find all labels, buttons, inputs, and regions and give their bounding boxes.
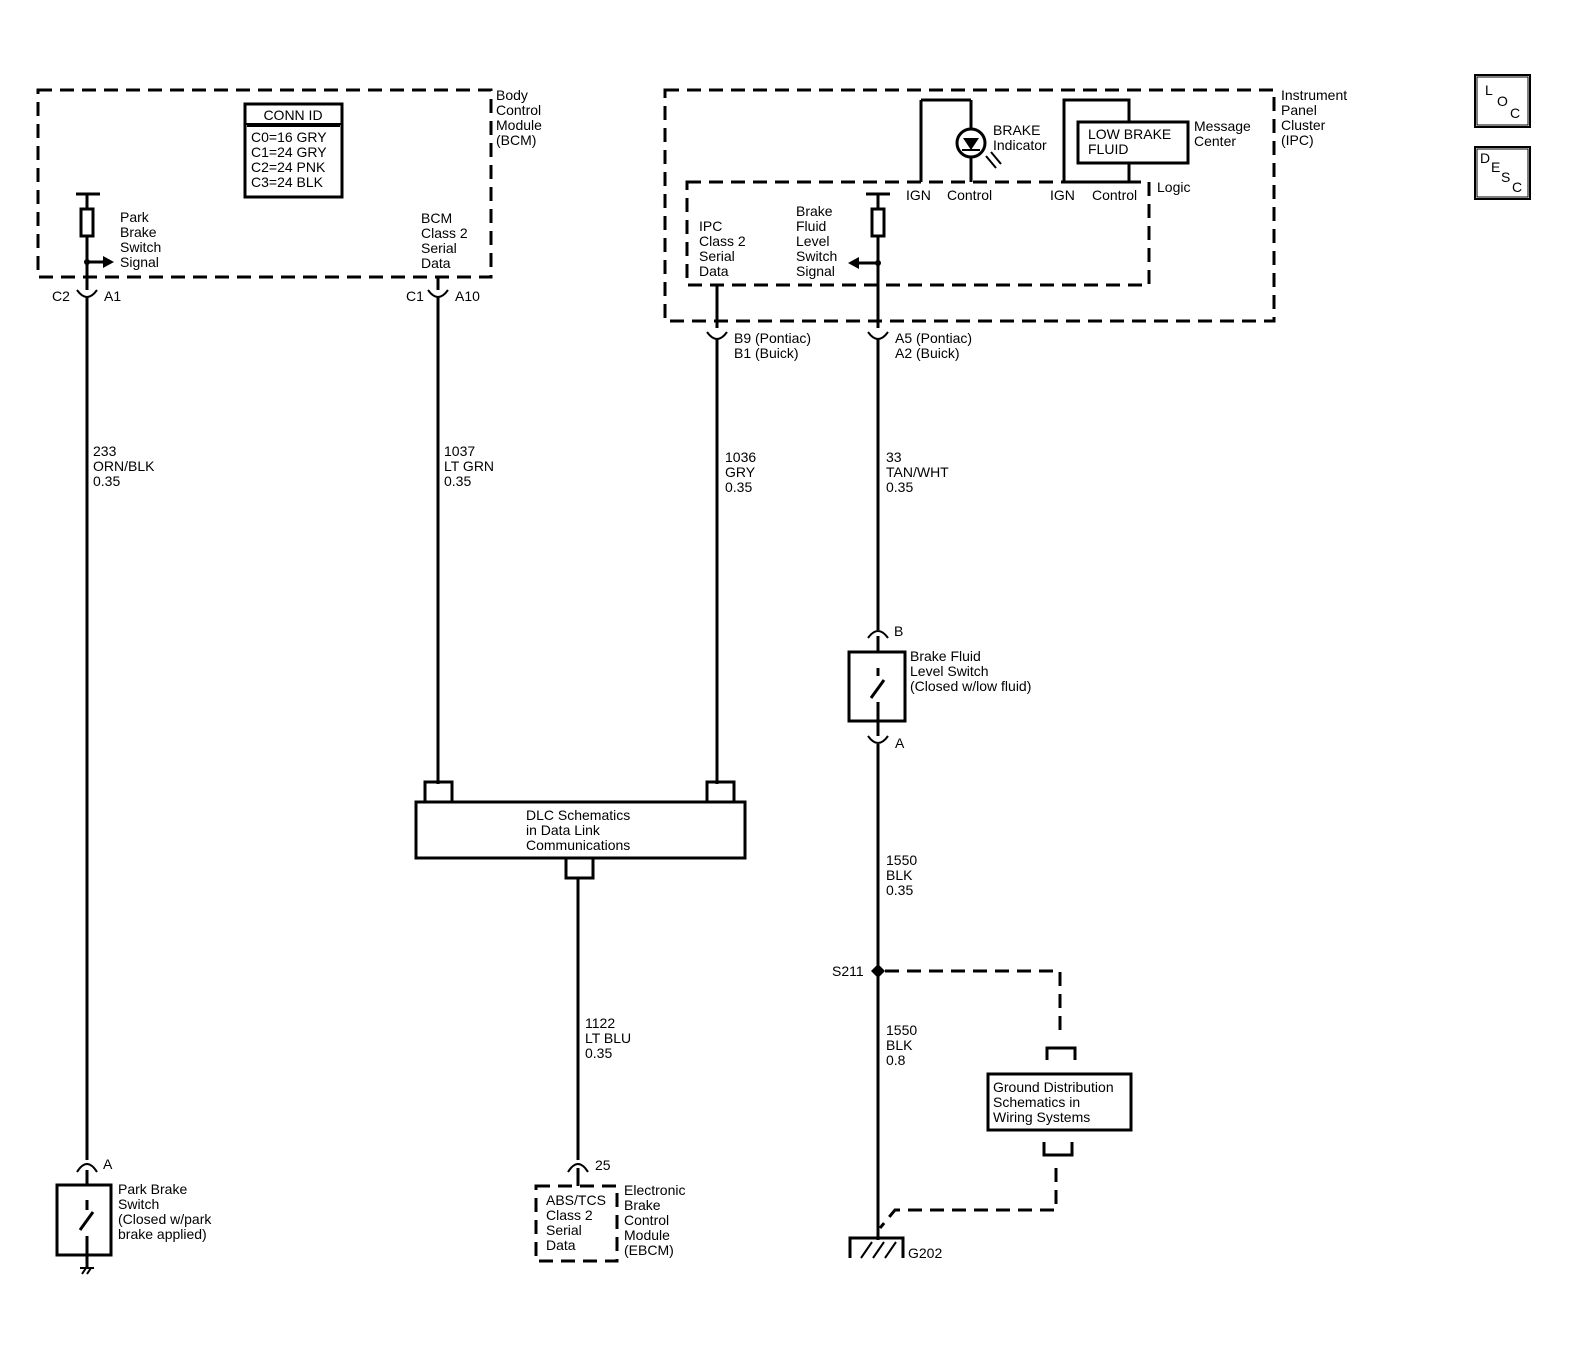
loc-letter: C (1510, 105, 1520, 121)
pin-label: B (894, 623, 903, 639)
loc-letter: L (1485, 82, 1493, 98)
bcm-module: Body Control Module (BCM) CONN ID C0=16 … (36, 87, 546, 290)
desc-button[interactable]: D E S C (1474, 146, 1531, 200)
low-brake-fluid-message: LOW BRAKE FLUID (1088, 126, 1175, 157)
brake-fluid-level-switch: B A Brake Fluid Level Switch (Closed w/l… (847, 623, 1031, 751)
loc-letter: O (1497, 93, 1508, 109)
control-label: Control (947, 187, 992, 203)
ign-label: IGN (1050, 187, 1075, 203)
ground-distribution-box: Ground Distribution Schematics in Wiring… (878, 1046, 1133, 1229)
conn-id-table: CONN ID C0=16 GRY C1=24 GRY C2=24 PNK C3… (243, 102, 344, 199)
pin-label: A1 (104, 288, 121, 304)
ipc-module: Instrument Panel Cluster (IPC) Logic BRA… (663, 87, 1351, 328)
fluid-signal-pullup (848, 192, 890, 328)
ign-label: IGN (906, 187, 931, 203)
bcm-connector-a10: C1 A10 (406, 288, 480, 304)
message-center: LOW BRAKE FLUID (1062, 98, 1190, 184)
ipc-boundary (663, 88, 1276, 323)
dlc-box: DLC Schematics in Data Link Communicatio… (414, 780, 747, 880)
ipc-name: Instrument Panel Cluster (IPC) (1281, 87, 1351, 148)
wire-1037-label: 1037 LT GRN 0.35 (444, 443, 498, 489)
pin-label: A (103, 1156, 113, 1172)
bcm-name: Body Control Module (BCM) (496, 87, 546, 148)
ebcm-module: 25 ABS/TCS Class 2 Serial Data Electroni… (534, 1157, 689, 1263)
ebcm-name: Electronic Brake Control Module (EBCM) (624, 1182, 689, 1258)
message-center-label: Message Center (1194, 118, 1255, 149)
logic-label: Logic (1157, 179, 1190, 195)
bcm-class2-label: BCM Class 2 Serial Data (421, 210, 472, 271)
conn-id-row: C0=16 GRY (251, 129, 327, 145)
dlc-label: DLC Schematics in Data Link Communicatio… (526, 807, 634, 853)
brake-indicator-label: BRAKE Indicator (993, 122, 1047, 153)
pin-label: A (895, 735, 905, 751)
brake-indicator-lamp (919, 98, 1002, 182)
ground-distribution-label: Ground Distribution Schematics in Wiring… (993, 1079, 1118, 1125)
control-label: Control (1092, 187, 1137, 203)
pin-label: C2 (52, 288, 70, 304)
ebcm-class2-label: ABS/TCS Class 2 Serial Data (546, 1192, 610, 1253)
wire-1122-label: 1122 LT BLU 0.35 (585, 1015, 635, 1061)
park-brake-switch-label: Park Brake Switch (Closed w/park brake a… (118, 1181, 215, 1242)
conn-id-row: C3=24 BLK (251, 174, 324, 190)
desc-letter: S (1501, 169, 1510, 185)
brake-fluid-switch-label: Brake Fluid Level Switch (Closed w/low f… (910, 648, 1031, 694)
splice-s211: S211 (832, 963, 1062, 1036)
wire-233-label: 233 ORN/BLK 0.35 (93, 443, 158, 489)
pin-label: B9 (Pontiac) B1 (Buick) (734, 330, 815, 361)
conn-id-header: CONN ID (263, 107, 322, 123)
pin-label: A5 (Pontiac) A2 (Buick) (895, 330, 976, 361)
ground-label: G202 (908, 1245, 942, 1261)
desc-letter: C (1512, 179, 1522, 195)
wire-1550a-label: 1550 BLK 0.35 (886, 852, 921, 898)
logic-boundary (685, 180, 1151, 287)
ground-g202: G202 (848, 1236, 942, 1261)
ipc-connector-a: A5 (Pontiac) A2 (Buick) (867, 330, 976, 361)
pin-label: C1 (406, 288, 424, 304)
park-signal-label: Park Brake Switch Signal (120, 209, 165, 270)
park-brake-switch: A Park Brake Switch (Closed w/park brake… (55, 1156, 215, 1275)
pin-label: A10 (455, 288, 480, 304)
loc-button[interactable]: L O C (1474, 74, 1531, 128)
park-signal-pullup (76, 192, 114, 290)
ipc-class2-label: IPC Class 2 Serial Data (699, 218, 750, 279)
fluid-signal-label: Brake Fluid Level Switch Signal (796, 203, 841, 279)
wire-33-label: 33 TAN/WHT 0.35 (886, 449, 952, 495)
conn-id-row: C1=24 GRY (251, 144, 327, 160)
ground-symbol (80, 1267, 94, 1275)
splice-label: S211 (832, 963, 864, 979)
conn-id-row: C2=24 PNK (251, 159, 326, 175)
wire-1550b-label: 1550 BLK 0.8 (886, 1022, 921, 1068)
wire-1036-label: 1036 GRY 0.35 (725, 449, 760, 495)
desc-letter: D (1480, 150, 1490, 166)
ipc-connector-b: B9 (Pontiac) B1 (Buick) (706, 330, 815, 361)
bcm-boundary (36, 88, 493, 279)
pin-label: 25 (595, 1157, 611, 1173)
desc-letter: E (1491, 159, 1500, 175)
